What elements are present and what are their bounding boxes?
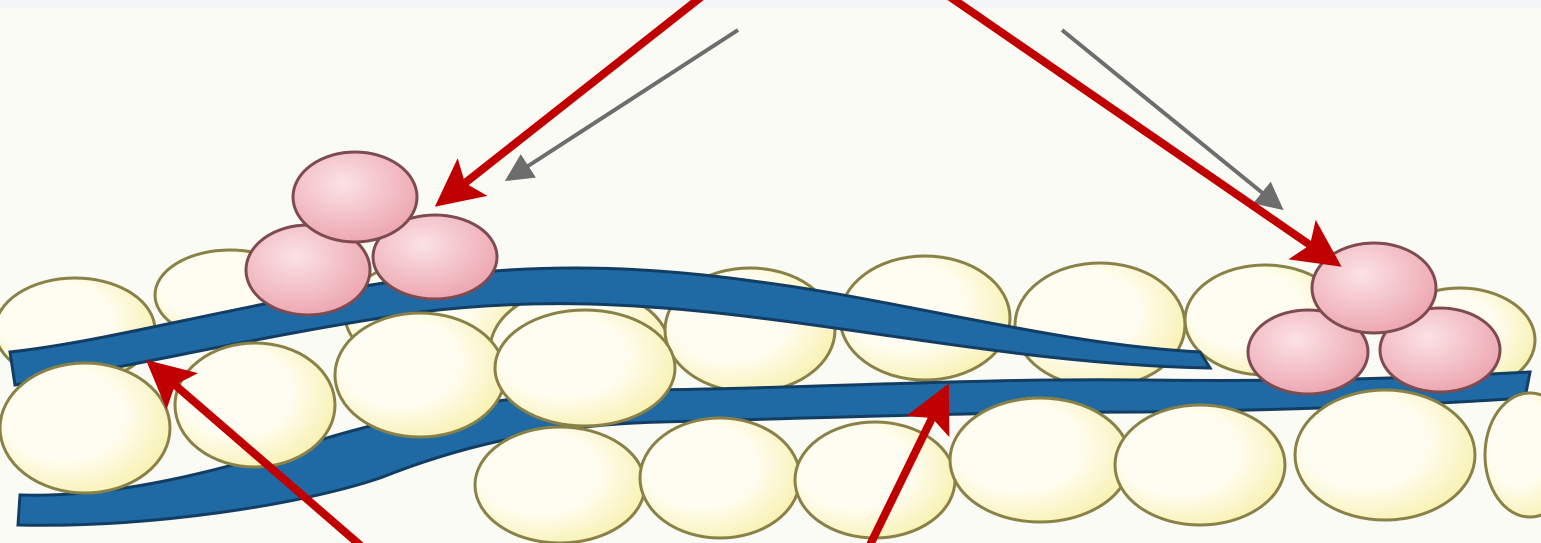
- yellow-cell-icon: [0, 363, 170, 493]
- yellow-cell-icon: [640, 418, 800, 538]
- yellow-cell-icon: [1295, 390, 1475, 520]
- yellow-cell-icon: [475, 427, 645, 543]
- yellow-cell-icon: [950, 398, 1130, 522]
- yellow-cell-icon: [335, 313, 505, 437]
- yellow-cell-icon: [1015, 263, 1185, 387]
- yellow-cell-icon: [1115, 405, 1285, 525]
- yellow-cell-icon: [795, 422, 955, 538]
- pink-cell-icon: [1312, 243, 1436, 333]
- yellow-cell-icon: [495, 310, 675, 426]
- pink-cell-icon: [293, 152, 417, 242]
